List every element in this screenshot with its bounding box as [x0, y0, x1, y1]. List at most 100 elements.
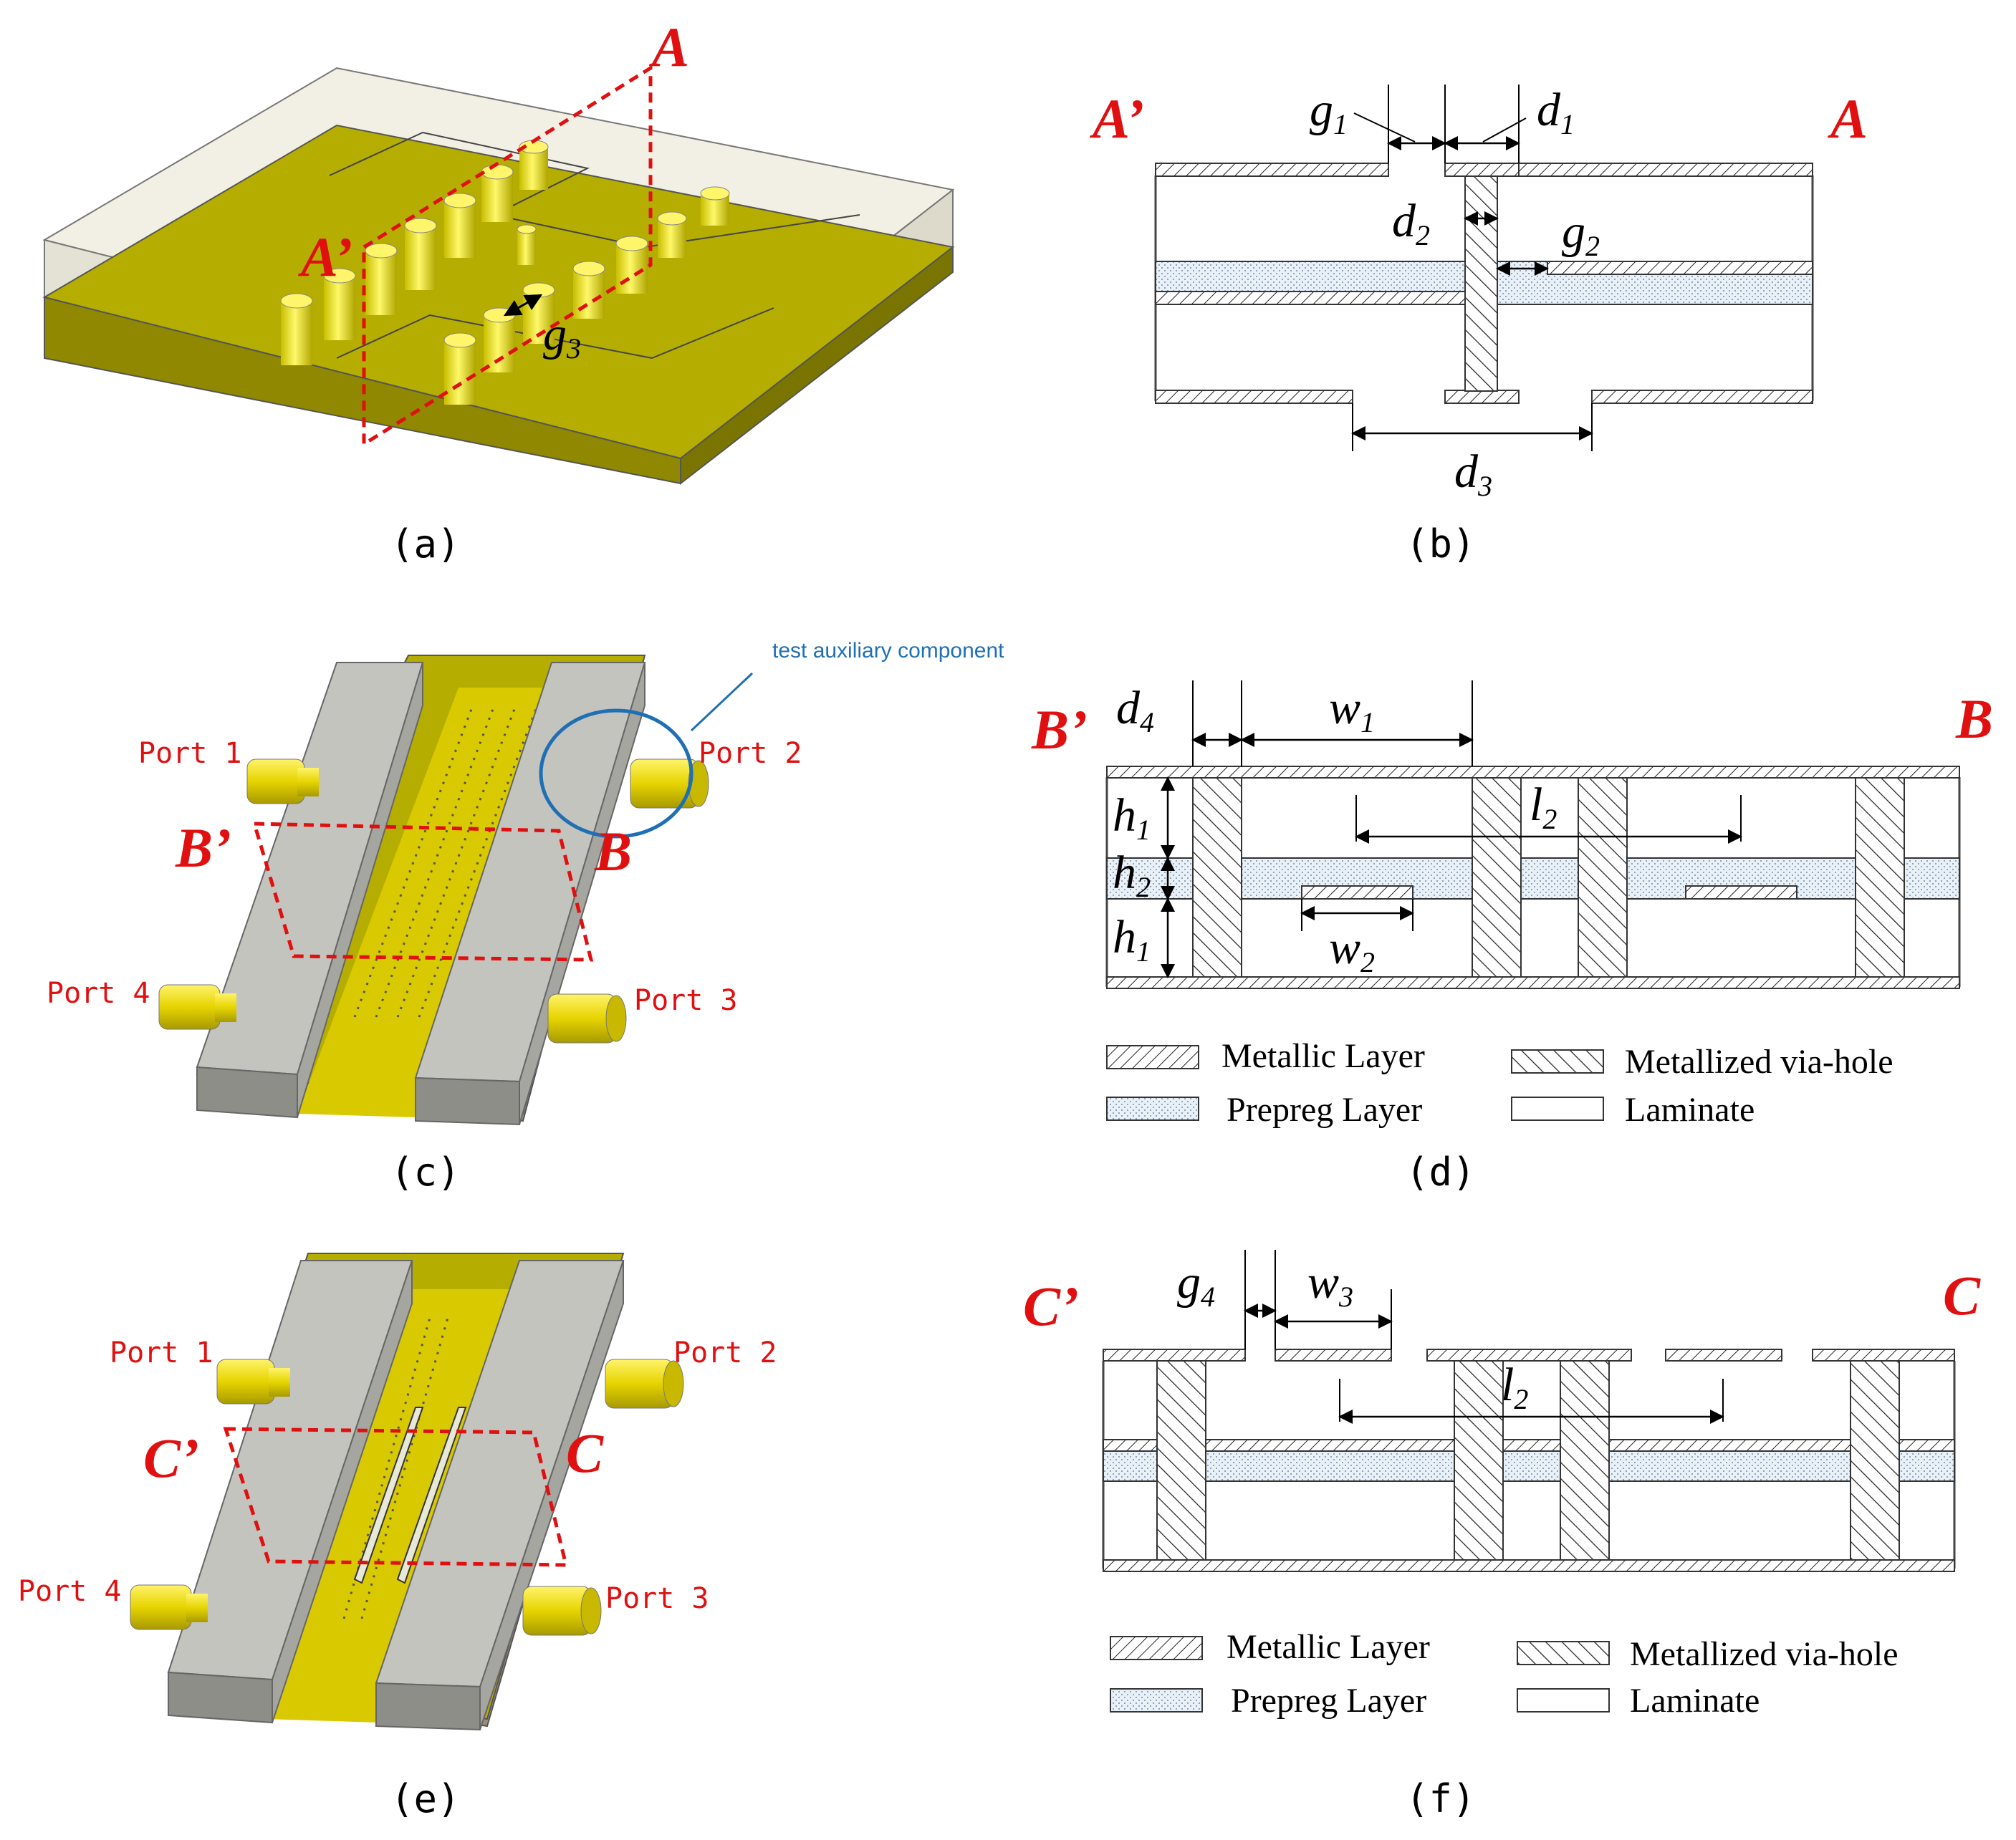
- strip-line-right: [1685, 885, 1797, 900]
- legend-swatch-prepreg: [1106, 1097, 1199, 1121]
- section-label-a-prime-b: A’: [1089, 87, 1144, 150]
- legend-swatch-laminate: [1517, 1688, 1610, 1713]
- rail-left-side: [297, 662, 423, 1118]
- metal-bottom-right: [1591, 390, 1813, 404]
- w2-label: w2: [1329, 922, 1375, 978]
- connector-port-4: [130, 1584, 208, 1630]
- metal-top-seg: [1103, 1349, 1246, 1362]
- coupling-slots: [353, 1407, 467, 1584]
- via-wall: [1560, 1360, 1610, 1561]
- via: [481, 164, 514, 222]
- h1-label: h1: [1113, 789, 1151, 846]
- g1-label: g1: [1310, 84, 1348, 140]
- connector-port-2: [630, 758, 709, 809]
- via: [519, 140, 549, 190]
- via: [700, 186, 730, 226]
- g2-label: g2: [1562, 206, 1600, 262]
- l2-label: l2: [1501, 1359, 1528, 1415]
- substrate-side: [680, 245, 954, 486]
- section-label-b-d: B: [1955, 688, 1993, 750]
- strip-line-left: [1301, 885, 1413, 900]
- via: [483, 307, 516, 372]
- rail-right-front: [415, 1076, 520, 1126]
- section-label-b: B: [594, 820, 632, 882]
- prepreg-layer: [1106, 857, 1960, 900]
- via: [572, 261, 605, 319]
- port-4-label: Port 4: [47, 977, 150, 1010]
- legend-label-laminate: Laminate: [1630, 1682, 1760, 1720]
- caption-a: (a): [390, 521, 461, 567]
- connector-port-3: [547, 993, 627, 1044]
- via-wall: [1472, 777, 1522, 978]
- via: [443, 193, 476, 258]
- legend-label-metallic: Metallic Layer: [1221, 1037, 1425, 1075]
- via: [404, 218, 437, 290]
- legend-label-via: Metallized via-hole: [1630, 1635, 1899, 1673]
- legend-swatch-laminate: [1511, 1097, 1604, 1121]
- caption-b: (b): [1406, 521, 1476, 567]
- via: [280, 293, 313, 365]
- panel-f-cross-section: g4 w3 l2 C’ C Metallic Layer Prepreg Lay…: [1023, 1250, 1981, 1821]
- metal-top-seg: [1665, 1349, 1782, 1362]
- legend-label-prepreg: Prepreg Layer: [1231, 1682, 1426, 1720]
- d3-label: d3: [1454, 445, 1492, 502]
- legend-label-laminate: Laminate: [1625, 1091, 1755, 1129]
- via-cylinders: [280, 140, 730, 405]
- section-label-c-prime: C’: [143, 1427, 199, 1489]
- via-wall: [1192, 777, 1242, 978]
- metal-top-seg: [1426, 1349, 1632, 1362]
- port-1-label: Port 1: [138, 737, 242, 770]
- section-plane-c: [223, 1427, 569, 1567]
- w1-label: w1: [1329, 682, 1375, 738]
- connector-port-1: [216, 1359, 290, 1405]
- rail-right-front: [375, 1682, 481, 1731]
- section-label-a-b: A: [1827, 87, 1868, 150]
- d1-label: d1: [1537, 84, 1575, 140]
- g4-label: g4: [1177, 1256, 1215, 1313]
- legend-label-prepreg: Prepreg Layer: [1227, 1091, 1422, 1129]
- metallized-via: [1464, 175, 1498, 392]
- legend-swatch-via: [1511, 1049, 1604, 1074]
- d1-leader: [1482, 117, 1527, 143]
- section-label-c: C: [566, 1422, 604, 1484]
- via: [323, 268, 356, 340]
- section-plane-b: [251, 822, 594, 962]
- section-label-a-prime: A’: [297, 226, 352, 288]
- port-2-label: Port 2: [699, 737, 802, 770]
- d2-label: d2: [1392, 195, 1430, 251]
- metal-top-pad: [1444, 163, 1520, 177]
- metal-bottom: [1106, 976, 1960, 989]
- legend-swatch-metallic: [1110, 1636, 1203, 1660]
- via-wall: [1850, 1360, 1900, 1561]
- connector-port-2: [605, 1359, 684, 1409]
- d4-label: d4: [1116, 682, 1154, 738]
- rail-left-side: [272, 1260, 413, 1723]
- via-wall: [1855, 777, 1905, 978]
- metal-top-left: [1155, 163, 1389, 177]
- section-label-b-prime: B’: [175, 817, 231, 879]
- rail-left-front: [196, 1066, 298, 1119]
- via: [615, 236, 648, 294]
- section-plane-a: [362, 64, 653, 448]
- legend-label-via: Metallized via-hole: [1625, 1043, 1893, 1081]
- port-1-label: Port 1: [110, 1336, 213, 1369]
- via: [443, 332, 476, 405]
- via-wall: [1454, 1360, 1504, 1561]
- test-auxiliary-highlight: [539, 708, 693, 839]
- panel-e-3d-test-fixture: Port 1 Port 2 Port 3 Port 4 C’ C (e): [18, 1253, 777, 1821]
- metal-mid-right: [1547, 261, 1813, 275]
- connector-port-3: [522, 1586, 602, 1636]
- metal-mid: [1103, 1439, 1955, 1452]
- g3-arrow: [503, 294, 543, 317]
- port-3-label: Port 3: [605, 1582, 709, 1615]
- panel-a-3d-coupler: g3 A A’ (a): [42, 16, 955, 567]
- metal-top: [1106, 766, 1960, 779]
- panel-d-cross-section: d4 w1 l2 w2 h1 h2 h1 B’ B Metallic Layer…: [1031, 680, 1993, 1195]
- g1-leader: [1353, 112, 1416, 143]
- legend-d: Metallic Layer Prepreg Layer Metallized …: [1106, 1037, 1893, 1129]
- legend-swatch-via: [1517, 1641, 1610, 1665]
- legend-swatch-metallic: [1106, 1045, 1199, 1069]
- caption-c: (c): [390, 1150, 461, 1195]
- port-4-label: Port 4: [18, 1575, 122, 1608]
